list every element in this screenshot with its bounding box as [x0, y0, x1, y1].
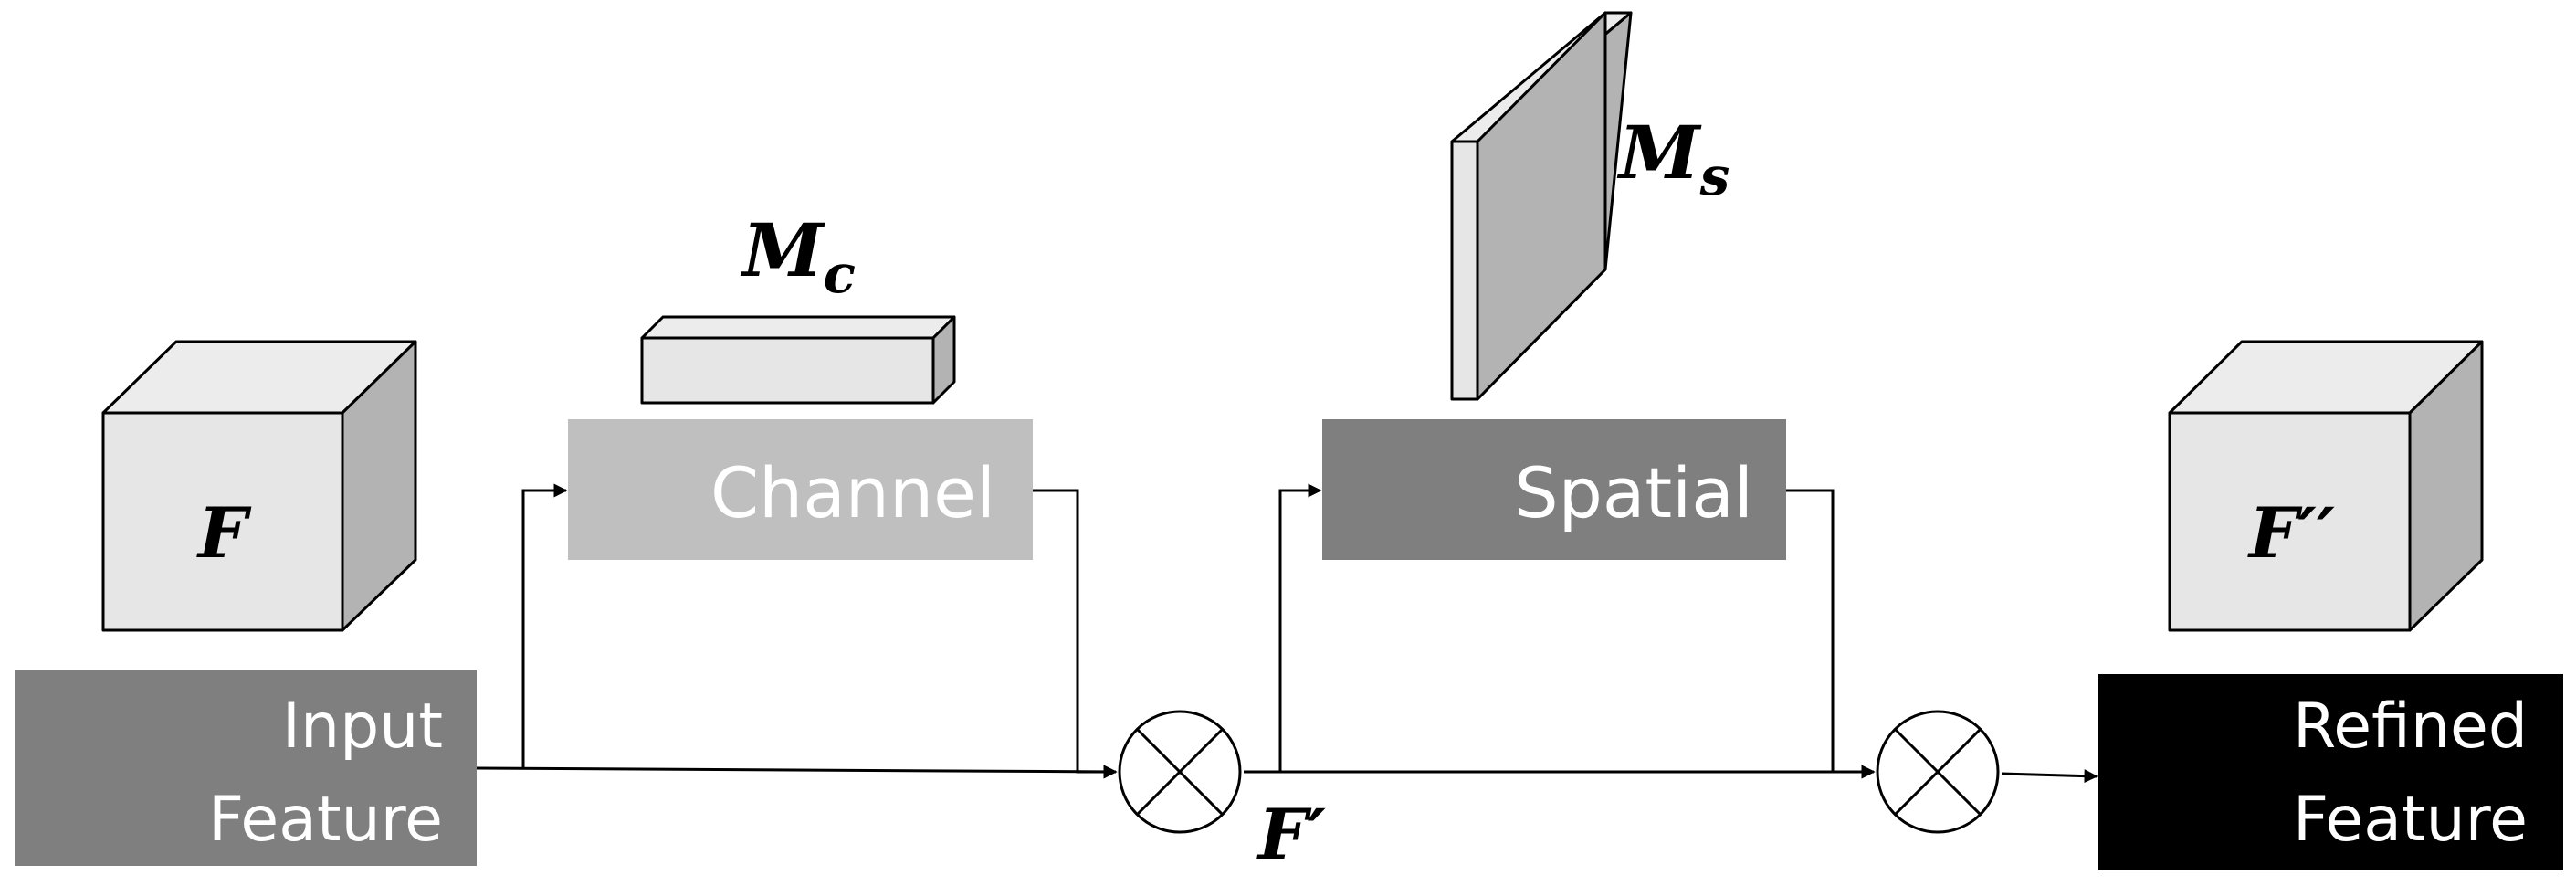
- channel-attention-block: Channel: [568, 419, 1033, 560]
- multiply-icon: [1118, 710, 1242, 834]
- intermediate-feature-symbol: F′: [1256, 794, 1326, 875]
- spatial-attention-map: Ms: [1450, 11, 1730, 401]
- refined-feature-symbol: F′′: [2247, 492, 2335, 574]
- spatial-map-symbol: Ms: [1616, 110, 1730, 207]
- channel-map-symbol: Mc: [740, 207, 856, 305]
- channel-label: Channel: [710, 452, 995, 533]
- input-feature-block: Input Feature: [15, 670, 477, 866]
- channel-to-multiply-line: [1033, 489, 1118, 779]
- multiply-icon: [1876, 710, 2000, 834]
- input-feature-symbol: F: [196, 492, 252, 574]
- input-feature-label-line1: Input: [282, 691, 443, 763]
- channel-attention-map: Mc: [640, 207, 956, 405]
- connectors: [476, 483, 2098, 784]
- spatial-attention-block: Spatial: [1322, 419, 1786, 560]
- input-to-multiply-line: [476, 765, 1118, 779]
- input-feature-label-line2: Feature: [208, 784, 443, 856]
- input-to-channel-line: [521, 483, 568, 768]
- input-feature-cube: F: [101, 340, 417, 632]
- spatial-label: Spatial: [1514, 452, 1753, 533]
- fprime-to-spatial-line: [1278, 483, 1322, 772]
- refined-feature-label-line2: Feature: [2293, 784, 2528, 856]
- refined-feature-label-line1: Refined: [2293, 691, 2528, 763]
- multiply-to-refined-line: [2001, 769, 2098, 784]
- spatial-to-multiply-line: [1786, 489, 1876, 779]
- refined-feature-cube: F′′: [2168, 340, 2484, 632]
- refined-feature-block: Refined Feature: [2098, 674, 2563, 870]
